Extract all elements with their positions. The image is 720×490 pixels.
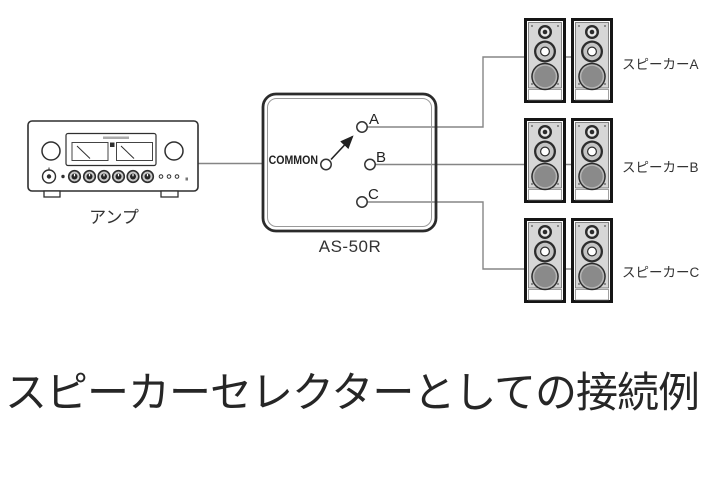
amp-foot-left (43, 190, 61, 198)
vu-needle-left (76, 145, 91, 159)
speaker-group-c-label: スピーカーC (622, 265, 700, 280)
amp-vu-meter-right (116, 142, 153, 161)
terminal-a[interactable] (356, 121, 368, 133)
speaker-a-right-cabinet (571, 18, 613, 103)
speaker-pairs (524, 18, 613, 303)
selector-model-label: AS-50R (318, 237, 382, 256)
terminal-a-label: A (369, 111, 380, 128)
amp-foot-right (160, 190, 179, 198)
terminal-c[interactable] (356, 196, 368, 208)
speaker-group-a-label: スピーカーA (622, 57, 699, 72)
diagram-caption: スピーカーセレクターとしての接続例 (5, 369, 700, 416)
amp-brand-mark (103, 136, 129, 139)
amp-rotary-knobs (67, 169, 155, 184)
selector-outer-border (261, 92, 438, 233)
speaker-a-left-cabinet (524, 18, 566, 103)
speaker-wires (198, 56, 571, 270)
common-terminal (320, 158, 332, 171)
amplifier-illustration (27, 120, 199, 198)
amp-display-dot (110, 142, 115, 147)
wire-terminal-a-to-speaker-a (367, 56, 571, 128)
speaker-c-left-cabinet (524, 218, 566, 303)
speaker-c-right-cabinet (571, 218, 613, 303)
amplifier-label: アンプ (89, 208, 139, 227)
terminal-c-label: C (368, 186, 379, 203)
common-terminal-label: COMMON (268, 155, 318, 167)
amp-control-row (41, 167, 188, 184)
switch-arrow (330, 135, 354, 161)
amp-knob-left (41, 141, 61, 161)
wire-terminal-c-to-speaker-c (367, 201, 571, 270)
speaker-b-right-cabinet (571, 118, 613, 203)
amp-vu-meter-left (71, 142, 109, 161)
selector-inner-border (267, 98, 432, 227)
terminal-b-label: B (376, 149, 387, 166)
terminal-b[interactable] (364, 158, 376, 171)
selector-box (261, 92, 438, 233)
speaker-b-left-cabinet (524, 118, 566, 203)
speaker-group-b-label: スピーカーB (622, 160, 699, 175)
vu-needle-right (120, 145, 135, 159)
amp-knob-right (164, 141, 184, 161)
